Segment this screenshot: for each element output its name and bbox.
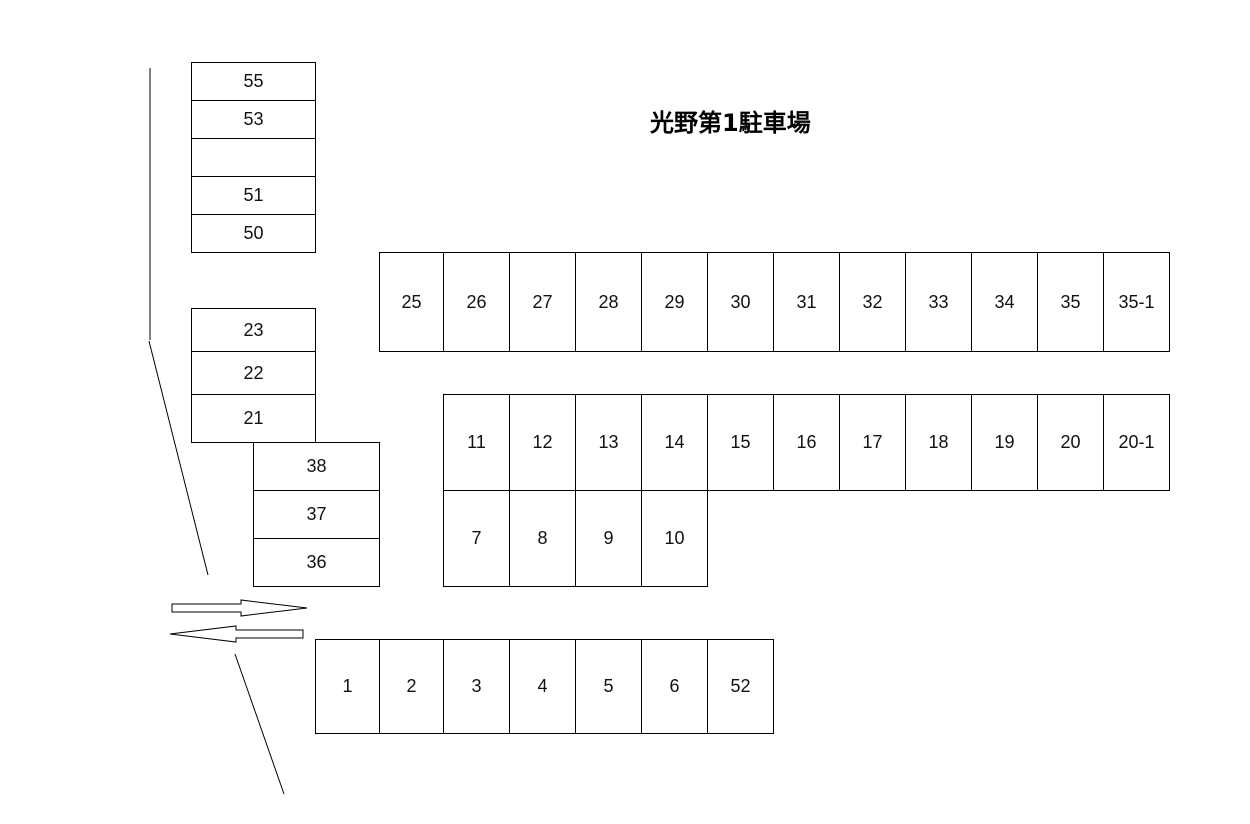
parking-stall: 5 bbox=[575, 639, 642, 734]
parking-stall: 14 bbox=[641, 394, 708, 491]
exit-arrow-icon bbox=[169, 625, 304, 643]
parking-stall: 1 bbox=[315, 639, 380, 734]
parking-stall: 29 bbox=[641, 252, 708, 352]
parking-stall: 27 bbox=[509, 252, 576, 352]
parking-stall: 37 bbox=[253, 490, 380, 539]
parking-stall: 34 bbox=[971, 252, 1038, 352]
parking-stall: 28 bbox=[575, 252, 642, 352]
parking-stall: 17 bbox=[839, 394, 906, 491]
parking-stall: 8 bbox=[509, 490, 576, 587]
parking-stall: 6 bbox=[641, 639, 708, 734]
parking-stall: 16 bbox=[773, 394, 840, 491]
parking-stall: 3 bbox=[443, 639, 510, 734]
road-edge-line-diagonal-lower bbox=[234, 653, 285, 795]
parking-lot-title: 光野第1駐車場 bbox=[650, 109, 811, 137]
parking-stall: 53 bbox=[191, 100, 316, 139]
parking-stall: 52 bbox=[707, 639, 774, 734]
parking-stall: 22 bbox=[191, 351, 316, 395]
parking-stall: 51 bbox=[191, 176, 316, 215]
parking-stall: 35 bbox=[1037, 252, 1104, 352]
parking-stall: 31 bbox=[773, 252, 840, 352]
parking-stall: 9 bbox=[575, 490, 642, 587]
parking-stall: 13 bbox=[575, 394, 642, 491]
parking-stall: 33 bbox=[905, 252, 972, 352]
parking-stall: 55 bbox=[191, 62, 316, 101]
parking-stall: 18 bbox=[905, 394, 972, 491]
parking-stall bbox=[191, 138, 316, 177]
parking-stall: 23 bbox=[191, 308, 316, 352]
parking-stall: 7 bbox=[443, 490, 510, 587]
parking-stall: 15 bbox=[707, 394, 774, 491]
parking-stall: 32 bbox=[839, 252, 906, 352]
parking-stall: 20 bbox=[1037, 394, 1104, 491]
parking-stall: 12 bbox=[509, 394, 576, 491]
parking-stall: 38 bbox=[253, 442, 380, 491]
parking-stall: 2 bbox=[379, 639, 444, 734]
parking-stall: 30 bbox=[707, 252, 774, 352]
entry-arrow-icon bbox=[171, 599, 308, 617]
parking-stall: 19 bbox=[971, 394, 1038, 491]
road-edge-line-diagonal-upper bbox=[148, 340, 209, 576]
parking-stall: 25 bbox=[379, 252, 444, 352]
parking-stall: 26 bbox=[443, 252, 510, 352]
parking-stall: 21 bbox=[191, 394, 316, 443]
parking-stall: 11 bbox=[443, 394, 510, 491]
parking-stall: 36 bbox=[253, 538, 380, 587]
parking-stall: 50 bbox=[191, 214, 316, 253]
parking-stall: 35-1 bbox=[1103, 252, 1170, 352]
parking-stall: 4 bbox=[509, 639, 576, 734]
parking-stall: 10 bbox=[641, 490, 708, 587]
parking-stall: 20-1 bbox=[1103, 394, 1170, 491]
